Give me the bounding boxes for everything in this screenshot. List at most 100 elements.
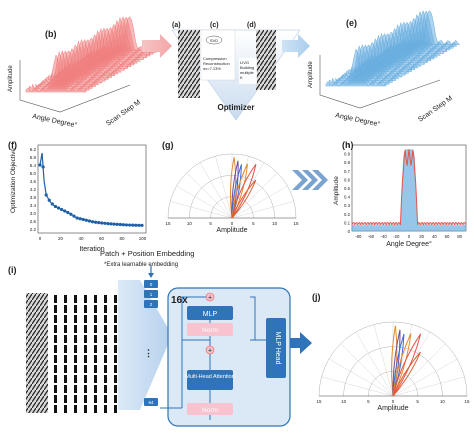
patch bbox=[114, 385, 117, 393]
patch bbox=[54, 385, 57, 393]
patch bbox=[104, 305, 107, 313]
panel-g-xlabel: Amplitude bbox=[216, 227, 247, 234]
h-xtick-label: -80 bbox=[355, 234, 362, 239]
patch bbox=[84, 345, 87, 353]
h-ytick-label: 0.8 bbox=[344, 160, 351, 165]
f-point bbox=[121, 223, 126, 227]
panel-c-line-1: Compression bbox=[203, 56, 227, 61]
f-point bbox=[115, 222, 119, 226]
patch bbox=[104, 295, 107, 303]
polar-spoke bbox=[392, 358, 458, 397]
f-ytick-label: 2.2 bbox=[30, 227, 37, 232]
polar-spoke bbox=[186, 172, 233, 219]
polar-lobe bbox=[231, 179, 257, 219]
patch bbox=[84, 295, 87, 303]
f-point bbox=[106, 222, 110, 226]
patch bbox=[94, 345, 97, 353]
polar-spoke bbox=[355, 331, 394, 397]
panel-a-image bbox=[178, 30, 200, 98]
h-ytick-label: 0.9 bbox=[344, 152, 351, 157]
f-point bbox=[69, 212, 73, 216]
polar-lobe bbox=[391, 325, 398, 397]
f-ytick-label: 4.2 bbox=[30, 187, 37, 192]
patch bbox=[94, 335, 97, 343]
f-point bbox=[87, 219, 92, 223]
patch bbox=[64, 365, 67, 373]
f-xtick-label: 60 bbox=[99, 236, 105, 241]
patch bbox=[104, 345, 107, 353]
patch bbox=[114, 315, 117, 323]
residual-add-top-label: + bbox=[208, 295, 212, 302]
patch bbox=[104, 395, 107, 403]
f-point bbox=[72, 214, 76, 218]
attention-block bbox=[187, 370, 233, 390]
f-point bbox=[94, 220, 98, 224]
norm-block-bottom bbox=[187, 403, 233, 415]
panel-b-tag: (b) bbox=[45, 29, 57, 39]
h-xtick-label: 80 bbox=[457, 234, 462, 239]
patch bbox=[74, 375, 77, 383]
patch bbox=[114, 325, 117, 333]
polar-spoke bbox=[392, 376, 465, 397]
patch bbox=[74, 365, 77, 373]
patch bbox=[54, 345, 57, 353]
h-xtick-label: 20 bbox=[419, 234, 424, 239]
residual-add-bottom-label: + bbox=[208, 348, 212, 355]
patch bbox=[64, 325, 67, 333]
patch bbox=[114, 365, 117, 373]
f-ytick-label: 5.0 bbox=[30, 171, 37, 176]
optimizer-block: Optimizer (a) (c) SVD Compression Recons… bbox=[171, 22, 301, 121]
polar-lobe bbox=[392, 333, 412, 397]
f-point bbox=[109, 222, 113, 226]
patch bbox=[114, 405, 117, 413]
panel-h-tag: (h) bbox=[342, 140, 354, 150]
polar-tick-label: 5 bbox=[416, 399, 419, 404]
patch bbox=[64, 405, 67, 413]
token-label: 1 bbox=[150, 292, 153, 297]
polar-tick-label: 10 bbox=[341, 399, 347, 404]
patch bbox=[114, 305, 117, 313]
polar-lobe bbox=[392, 333, 405, 397]
panel-g-tag: (g) bbox=[162, 140, 174, 150]
panel-j-xlabel: Amplitude bbox=[377, 405, 408, 412]
patch bbox=[74, 345, 77, 353]
patch bbox=[64, 345, 67, 353]
panel-c-line-2: Reconstruction bbox=[203, 61, 230, 66]
waterfall-plot-red bbox=[25, 15, 161, 93]
mlp-head bbox=[266, 318, 286, 378]
polar-spoke bbox=[199, 162, 233, 219]
patch bbox=[104, 325, 107, 333]
f-point bbox=[56, 206, 61, 210]
patch bbox=[74, 315, 77, 323]
panel-d-line-3: multiple bbox=[240, 70, 255, 75]
mlp-head-label: MLP Head bbox=[274, 332, 281, 365]
patch bbox=[94, 355, 97, 363]
panel-f-tag: (f) bbox=[8, 140, 17, 150]
ellipsis-dots: ⋮ bbox=[144, 348, 153, 358]
polar-lobe bbox=[392, 351, 421, 397]
patch bbox=[114, 355, 117, 363]
patch bbox=[54, 355, 57, 363]
h-ytick-label: 0.6 bbox=[344, 177, 351, 182]
f-ytick-label: 2.6 bbox=[30, 219, 37, 224]
polar-tick-label: 15 bbox=[464, 399, 470, 404]
panel-d-line-1: LIVG bbox=[240, 60, 249, 65]
polar-tick-label: 15 bbox=[316, 399, 322, 404]
norm-label-top: Norm bbox=[202, 327, 218, 334]
panel-f-frame bbox=[37, 144, 147, 234]
patch bbox=[84, 315, 87, 323]
panel-c-tag: (c) bbox=[210, 22, 219, 29]
f-point bbox=[81, 217, 85, 222]
token bbox=[144, 300, 158, 308]
h-xtick-label: -20 bbox=[393, 234, 400, 239]
f-point bbox=[75, 216, 79, 220]
token bbox=[144, 398, 158, 406]
polar-spoke bbox=[340, 343, 394, 397]
f-ytick-label: 3.8 bbox=[30, 195, 37, 200]
polar-lobe bbox=[231, 163, 257, 219]
polar-spoke bbox=[328, 358, 394, 397]
patch bbox=[104, 335, 107, 343]
patch bbox=[94, 385, 97, 393]
patch bbox=[64, 375, 67, 383]
